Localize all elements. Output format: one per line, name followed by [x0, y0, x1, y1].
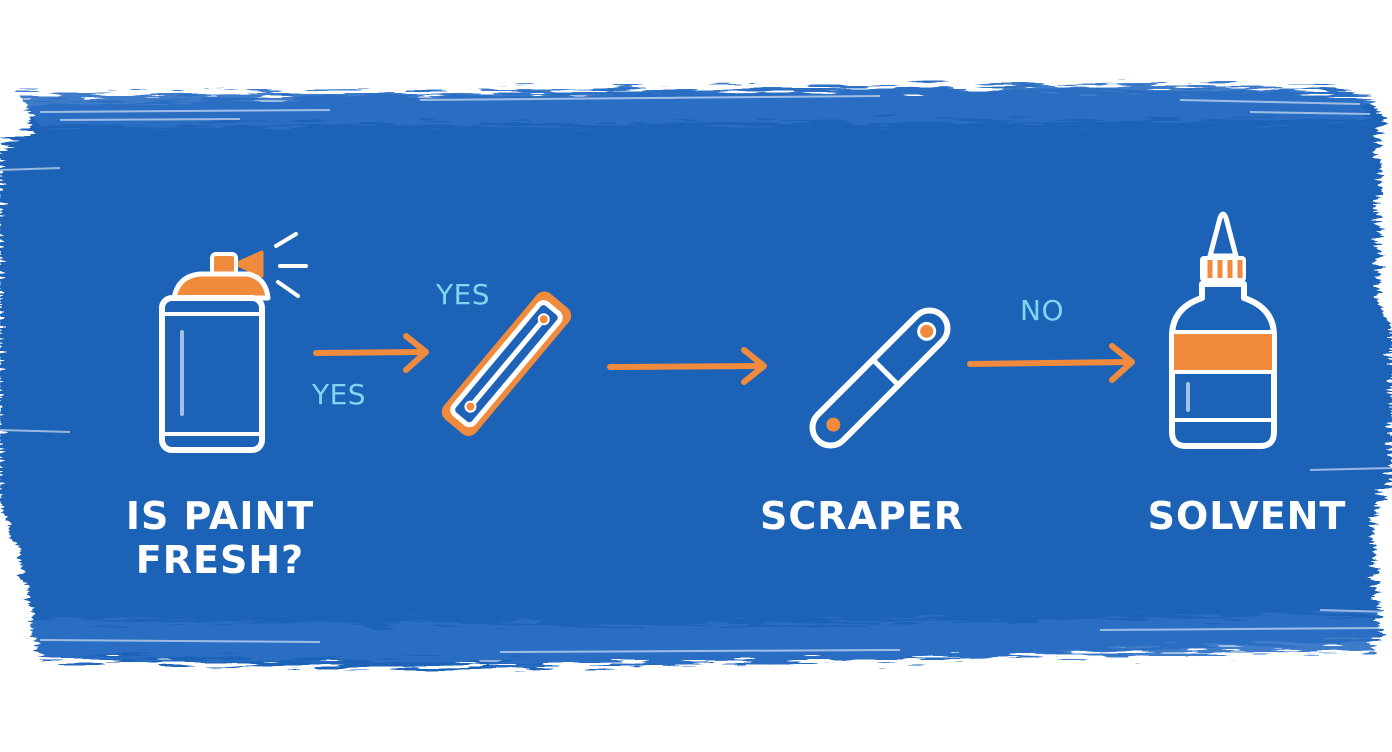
scraper-node-label: SCRAPER — [760, 494, 964, 538]
scraper-icon — [809, 307, 951, 449]
start-node-label-line1: IS PAINT — [125, 494, 315, 538]
putty-knife-icon — [441, 291, 572, 436]
arrow-right-icon — [607, 347, 767, 385]
arrow-right-icon — [313, 333, 429, 373]
spray-can-icon — [159, 232, 308, 453]
branch-label-yes-top: YES — [436, 278, 491, 311]
arrow-right-icon — [967, 343, 1135, 383]
solvent-node-label: SOLVENT — [1147, 494, 1347, 538]
start-node-label-line2: FRESH? — [135, 538, 305, 582]
branch-label-yes-bottom: YES — [312, 378, 367, 411]
solvent-bottle-icon — [1169, 211, 1277, 449]
branch-label-no: NO — [1020, 294, 1064, 327]
start-node-label: IS PAINT FRESH? — [110, 494, 330, 582]
